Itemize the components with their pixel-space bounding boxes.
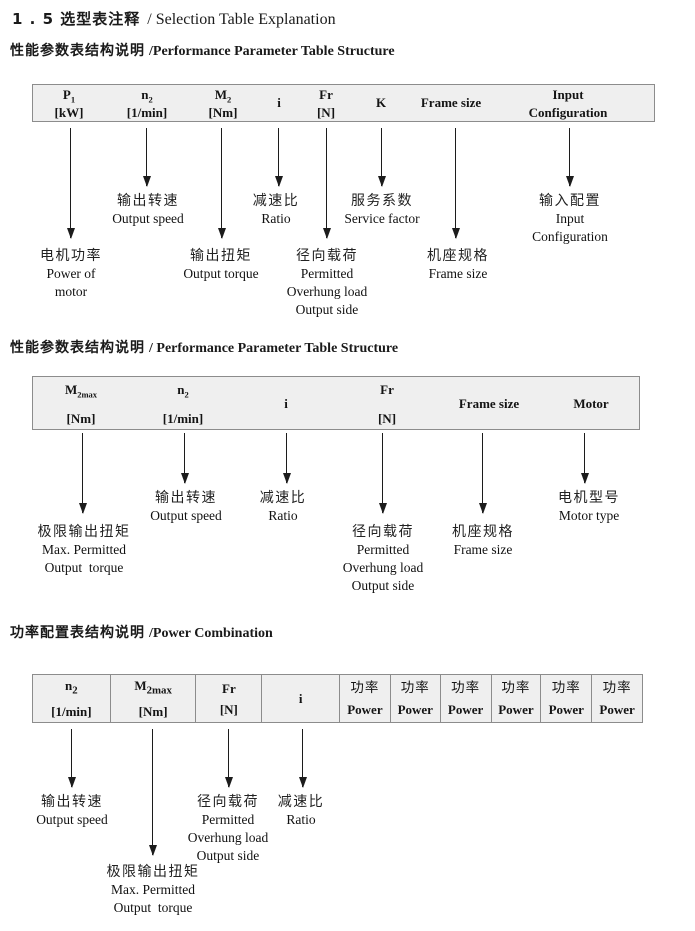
t2-col-motor: Motor <box>573 395 609 411</box>
section2-heading-en: / Performance Parameter Table Structure <box>149 341 399 356</box>
s1-m2-arrow <box>221 128 222 238</box>
t2-col-frame-size: Frame size <box>458 395 520 411</box>
t1-col-frame-size: Frame size <box>420 95 482 110</box>
s1-frame-arrow <box>455 128 456 238</box>
page-title: 1 . 5 选型表注释 / Selection Table Explanation <box>12 8 336 29</box>
t1-col-fr: Fr [N] <box>316 87 336 120</box>
table2-header: M2max [Nm] n2 [1/min] i Fr [N] Frame siz… <box>32 376 640 430</box>
s1-i-arrow <box>278 128 279 186</box>
s1-input-arrow <box>569 128 570 186</box>
t3-col-power-1: 功率 Power <box>340 675 391 722</box>
t3-col-power-6: 功率 Power <box>599 679 635 717</box>
s1-k-arrow <box>381 128 382 186</box>
s2-motor-arrow <box>584 433 585 483</box>
t2-col-i: i <box>284 395 288 411</box>
section1-heading-zh: 性能参数表结构说明 <box>10 43 145 59</box>
t3-col-power-4: 功率 Power <box>492 675 542 722</box>
s1-fr-arrow <box>326 128 327 238</box>
t3-col-power-2: 功率 Power <box>391 675 441 722</box>
t3-col-n2: n2 [1/min] <box>33 675 111 722</box>
section2-heading: 性能参数表结构说明 / Performance Parameter Table S… <box>10 337 398 357</box>
s1-n2-arrow <box>146 128 147 186</box>
t1-col-i: i <box>277 95 281 110</box>
t1-col-n2: n2 [1/min] <box>126 87 168 120</box>
section1-heading: 性能参数表结构说明/Performance Parameter Table St… <box>10 40 395 60</box>
t3-col-m2max: M2max [Nm] <box>111 675 197 722</box>
page-title-en: / Selection Table Explanation <box>147 11 336 28</box>
table1-header: P1 [kW] n2 [1/min] M2 [Nm] i Fr [N] K Fr… <box>32 84 655 122</box>
section1-heading-en: /Performance Parameter Table Structure <box>149 44 395 59</box>
section3-heading-zh: 功率配置表结构说明 <box>10 625 145 641</box>
t3-col-power-3: 功率 Power <box>441 675 492 722</box>
page-title-zh: 1 . 5 选型表注释 <box>12 10 141 28</box>
t2-col-fr: Fr [N] <box>377 382 397 426</box>
s2-i-arrow <box>286 433 287 483</box>
t3-col-i: i <box>262 675 340 722</box>
section3-heading-en: /Power Combination <box>149 626 273 641</box>
t3-col-power-5: 功率 Power <box>541 675 593 722</box>
t2-col-m2max: M2max [Nm] <box>64 382 98 426</box>
table3-header: n2 [1/min] M2max [Nm] Fr [N] i 功率 Power … <box>32 674 643 723</box>
section3-heading: 功率配置表结构说明/Power Combination <box>10 622 273 642</box>
s3-i-arrow <box>302 729 303 787</box>
t1-col-k: K <box>375 95 387 110</box>
t1-col-input-configuration: Input Configuration <box>528 87 608 120</box>
s2-frame-arrow <box>482 433 483 513</box>
t3-col-fr: Fr [N] <box>196 675 263 722</box>
t2-col-n2: n2 [1/min] <box>162 382 204 426</box>
s2-fr-arrow <box>382 433 383 513</box>
s1-p1-arrow <box>70 128 71 238</box>
s2-n2-arrow <box>184 433 185 483</box>
s3-fr-arrow <box>228 729 229 787</box>
section2-heading-zh: 性能参数表结构说明 <box>10 340 145 356</box>
s2-m2max-arrow <box>82 433 83 513</box>
t1-col-p1: P1 [kW] <box>54 87 84 120</box>
s3-n2-arrow <box>71 729 72 787</box>
s3-m2max-arrow <box>152 729 153 855</box>
t1-col-m2: M2 [Nm] <box>208 87 238 120</box>
